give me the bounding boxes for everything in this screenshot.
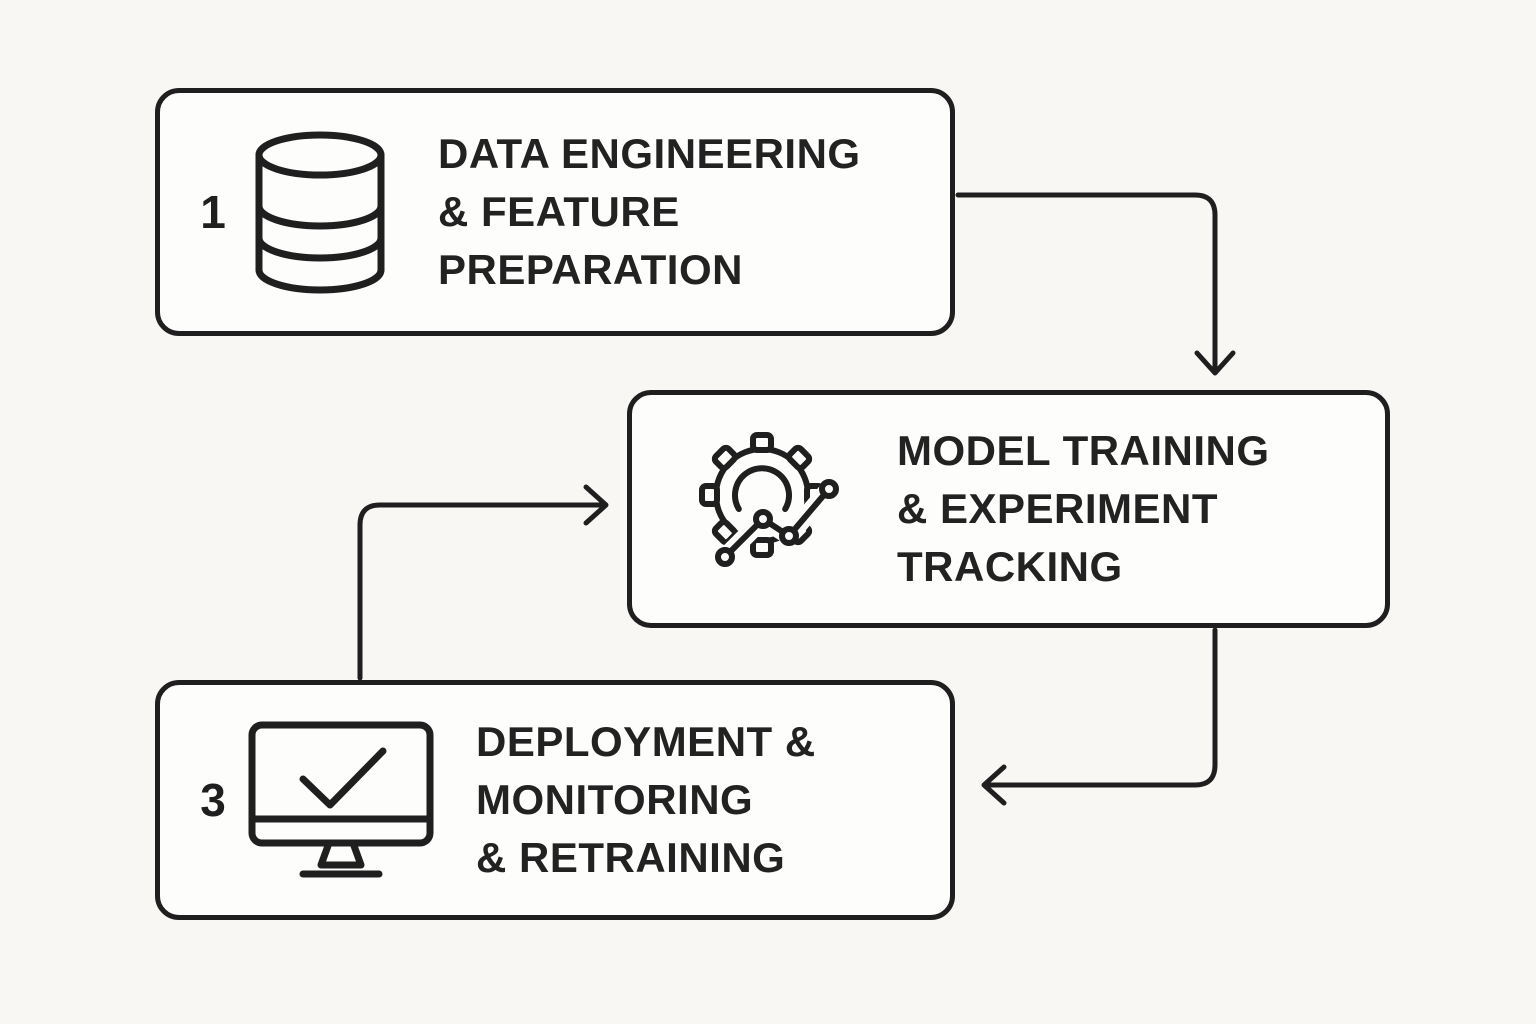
step-box-deployment: 3 DEPLOYMENT & MONITORING & RETRAINING xyxy=(155,680,955,920)
monitor-check-icon xyxy=(246,719,436,881)
step-number: 3 xyxy=(200,774,226,826)
step-box-data-engineering: 1 DATA ENGINEERING & FEATURE PREPARATION xyxy=(155,88,955,336)
metric-line xyxy=(715,479,839,567)
arrowhead-down-icon xyxy=(1194,350,1236,376)
arrowhead-left-icon xyxy=(981,764,1007,806)
arrowhead-right-icon xyxy=(583,484,609,526)
arrow-step2-to-step3 xyxy=(981,627,1218,806)
step-box-model-training: MODEL TRAINING & EXPERIMENT TRACKING xyxy=(627,390,1390,628)
step-label: DEPLOYMENT & MONITORING & RETRAINING xyxy=(476,718,816,881)
database-icon xyxy=(250,128,390,296)
step-label: MODEL TRAINING & EXPERIMENT TRACKING xyxy=(897,427,1270,590)
gear-chart-icon xyxy=(687,429,855,589)
step-label: DATA ENGINEERING & FEATURE PREPARATION xyxy=(438,130,861,293)
arrow-step1-to-step2 xyxy=(955,192,1236,376)
step-number: 1 xyxy=(200,186,226,238)
arrow-step3-to-step2 xyxy=(357,484,609,681)
